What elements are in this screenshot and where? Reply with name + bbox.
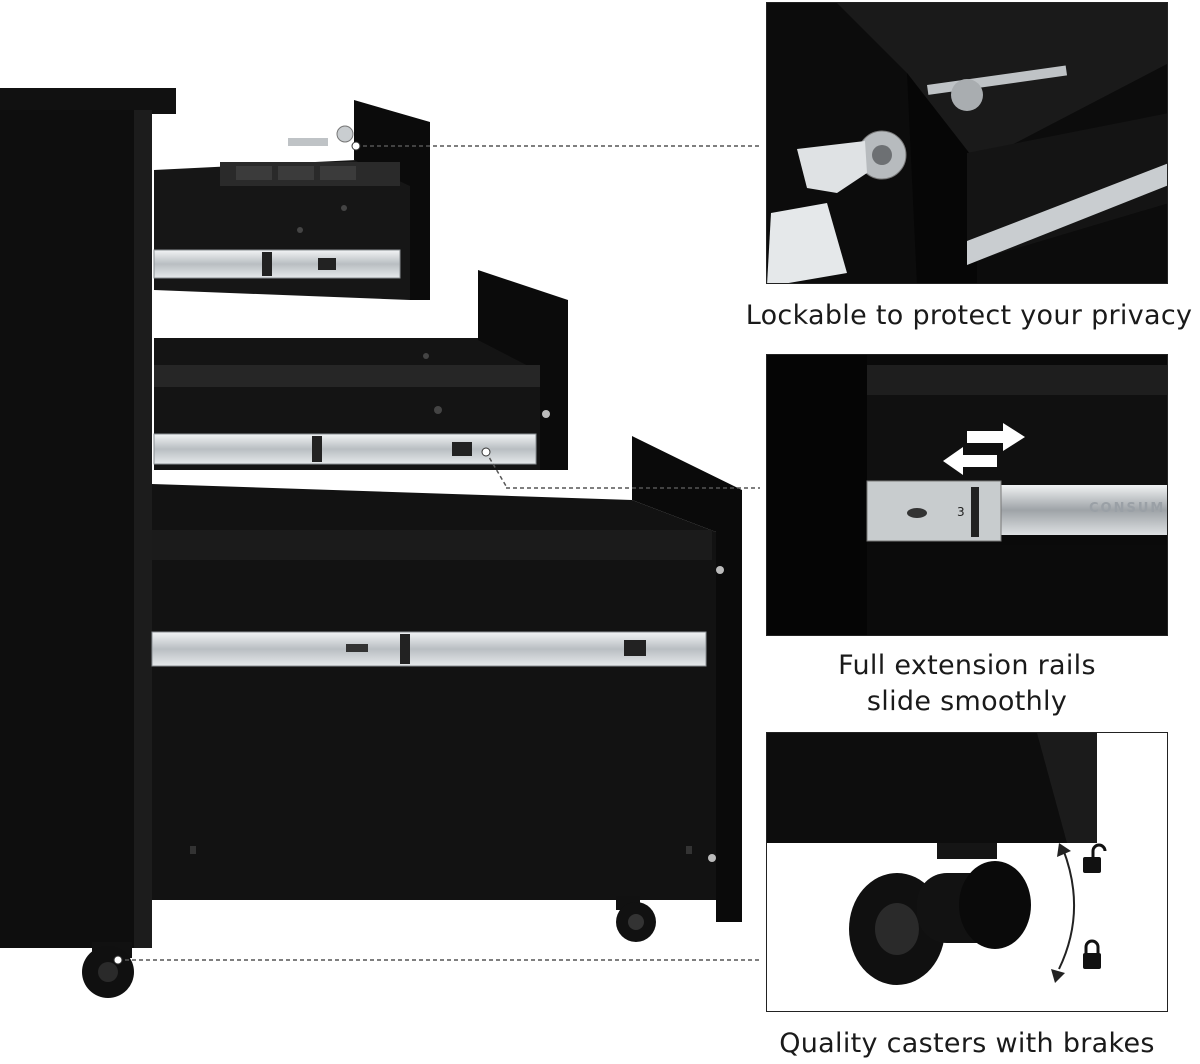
rail-marker <box>481 447 491 457</box>
caster-rear <box>82 942 134 998</box>
middle-drawer <box>153 270 568 470</box>
lock-detail-photo <box>766 2 1168 284</box>
cabinet-body <box>0 88 176 948</box>
file-cabinet-illustration <box>0 88 760 998</box>
rail-arrows-icon <box>943 423 1025 475</box>
rail-detail-photo: 3 CONSUM <box>766 354 1168 636</box>
bottom-drawer <box>151 436 742 922</box>
caption-lock: Lockable to protect your privacy <box>745 300 1193 331</box>
rail-brand: CONSUM <box>1089 501 1166 516</box>
caster-detail-photo <box>766 732 1168 1012</box>
caption-rails: Full extension rails slide smoothly <box>838 650 1096 717</box>
top-drawer <box>153 100 430 300</box>
lock-marker <box>351 141 361 151</box>
caster-front <box>616 896 656 942</box>
rail-number: 3 <box>957 505 965 519</box>
caster-marker <box>113 955 123 965</box>
locked-icon <box>1083 939 1101 969</box>
rotation-arrow <box>1058 848 1075 970</box>
leader-lines <box>118 145 760 961</box>
key-icon <box>797 141 867 193</box>
unlocked-icon <box>1083 843 1107 873</box>
caption-casters: Quality casters with brakes <box>779 1028 1155 1059</box>
